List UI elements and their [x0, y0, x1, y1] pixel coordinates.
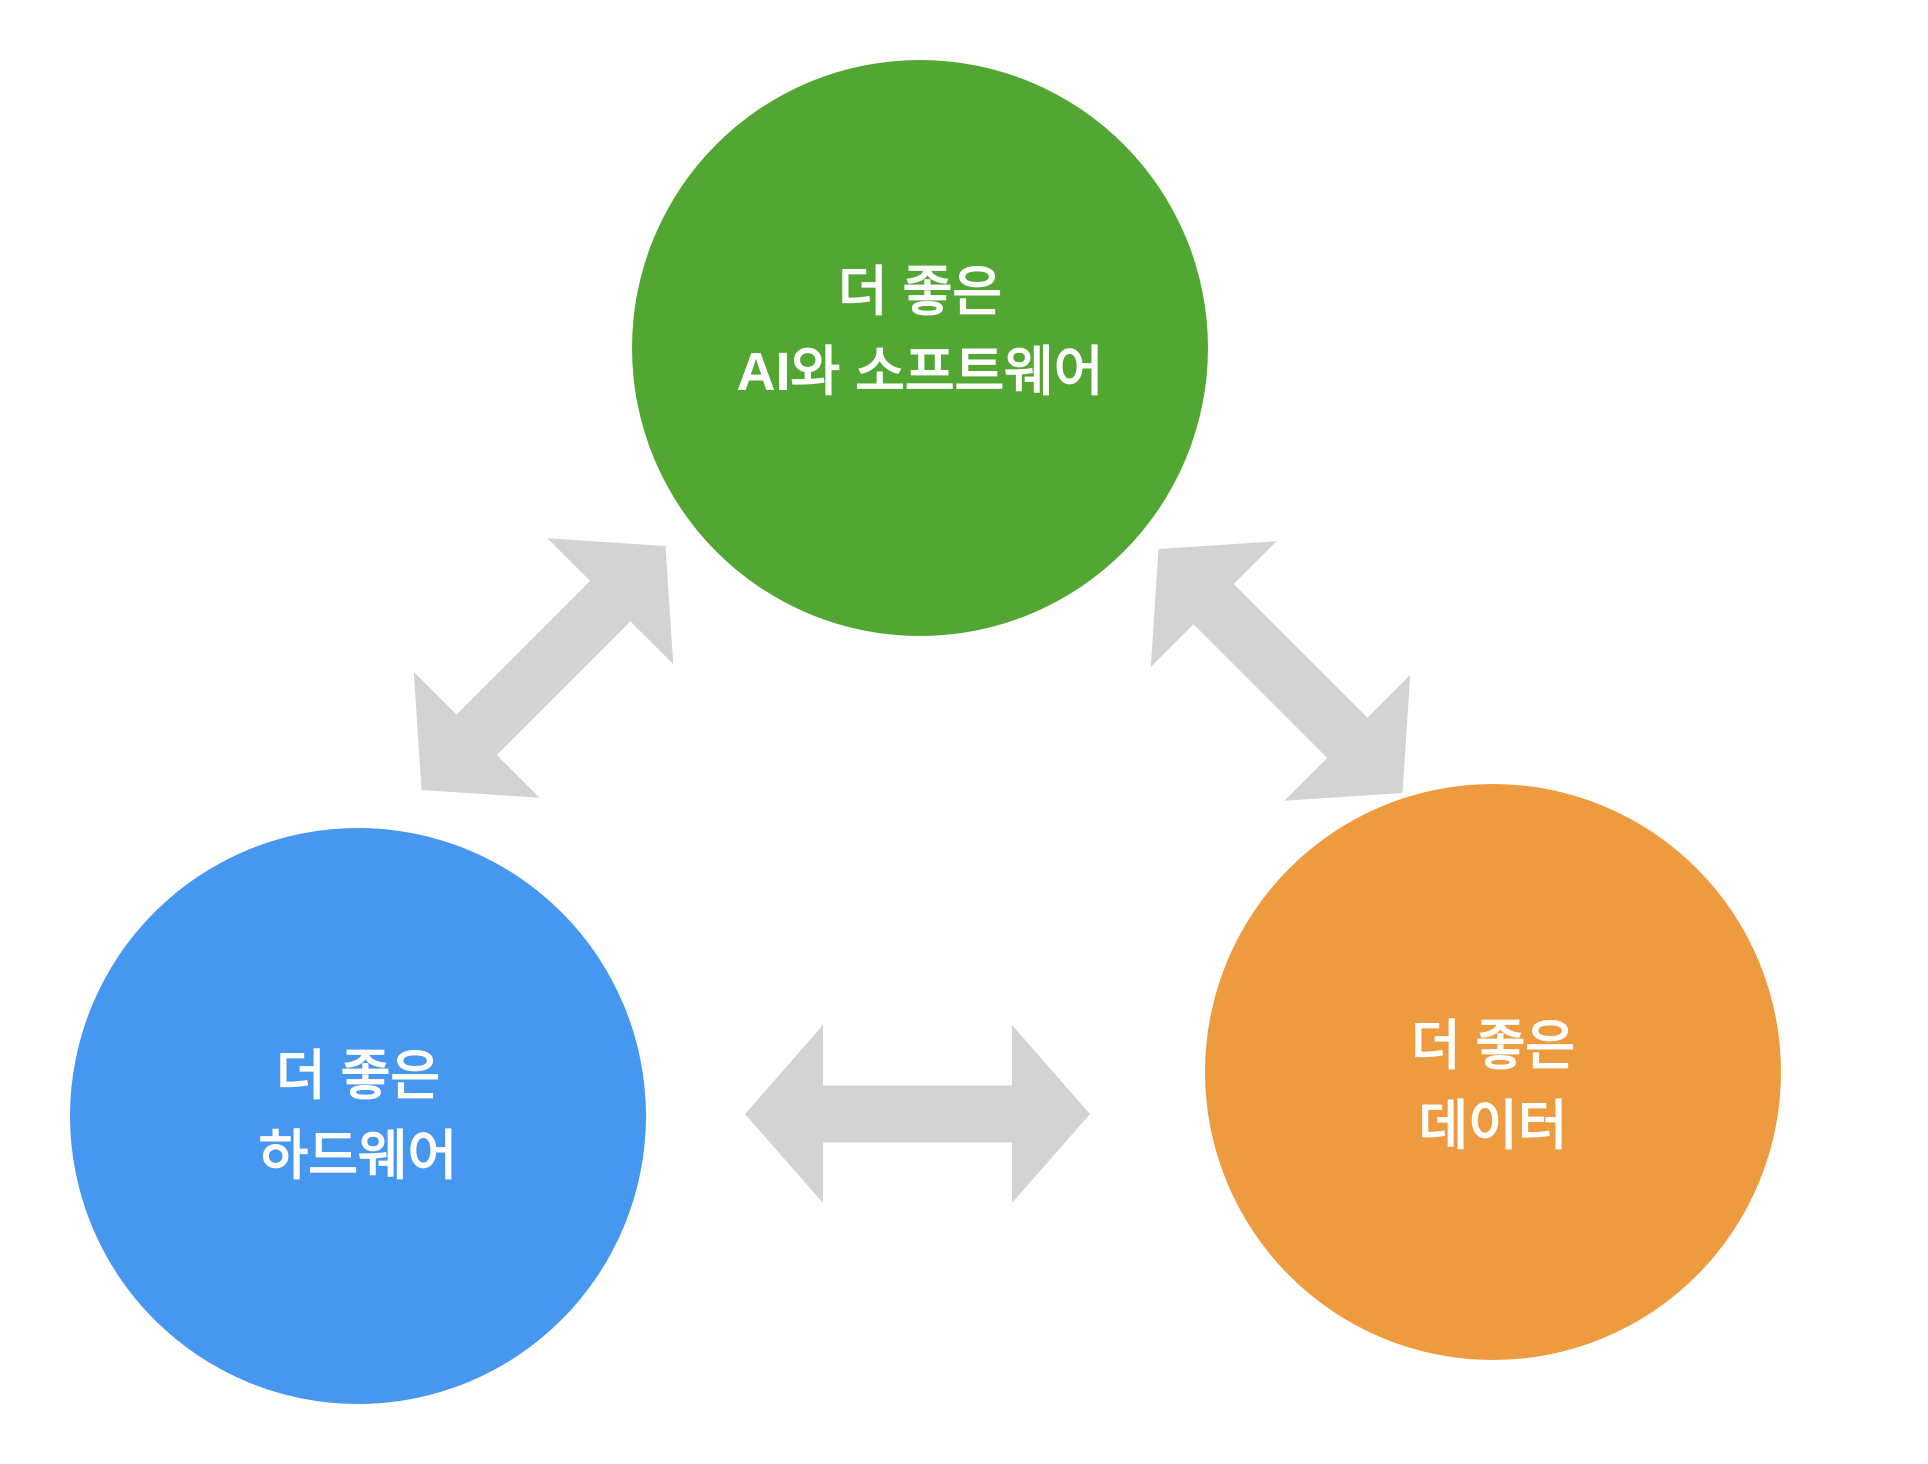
node-data: 더 좋은 데이터: [1205, 784, 1781, 1360]
node-data-label: 더 좋은 데이터: [1411, 1006, 1575, 1166]
node-ai-software-label: 더 좋은 AI와 소프트웨어: [736, 252, 1103, 412]
double-arrow-software-hardware-icon: [359, 483, 729, 853]
double-arrow-shape: [413, 538, 674, 798]
node-ai-software-line2: AI와 소프트웨어: [736, 342, 1104, 402]
node-hardware-label: 더 좋은 하드웨어: [259, 1036, 458, 1196]
node-data-line2: 데이터: [1418, 1096, 1568, 1156]
double-arrow-software-data-icon: [1096, 486, 1466, 856]
node-hardware-line2: 하드웨어: [258, 1126, 458, 1186]
double-arrow-shape: [745, 1025, 1090, 1203]
node-data-line1: 더 좋은: [1410, 1016, 1576, 1076]
double-arrow-hardware-data-icon: [745, 1025, 1090, 1203]
node-hardware-line1: 더 좋은: [275, 1046, 441, 1106]
node-ai-software-line1: 더 좋은: [837, 262, 1003, 322]
node-hardware: 더 좋은 하드웨어: [70, 828, 646, 1404]
node-ai-software: 더 좋은 AI와 소프트웨어: [632, 60, 1208, 636]
double-arrow-shape: [1150, 541, 1411, 801]
